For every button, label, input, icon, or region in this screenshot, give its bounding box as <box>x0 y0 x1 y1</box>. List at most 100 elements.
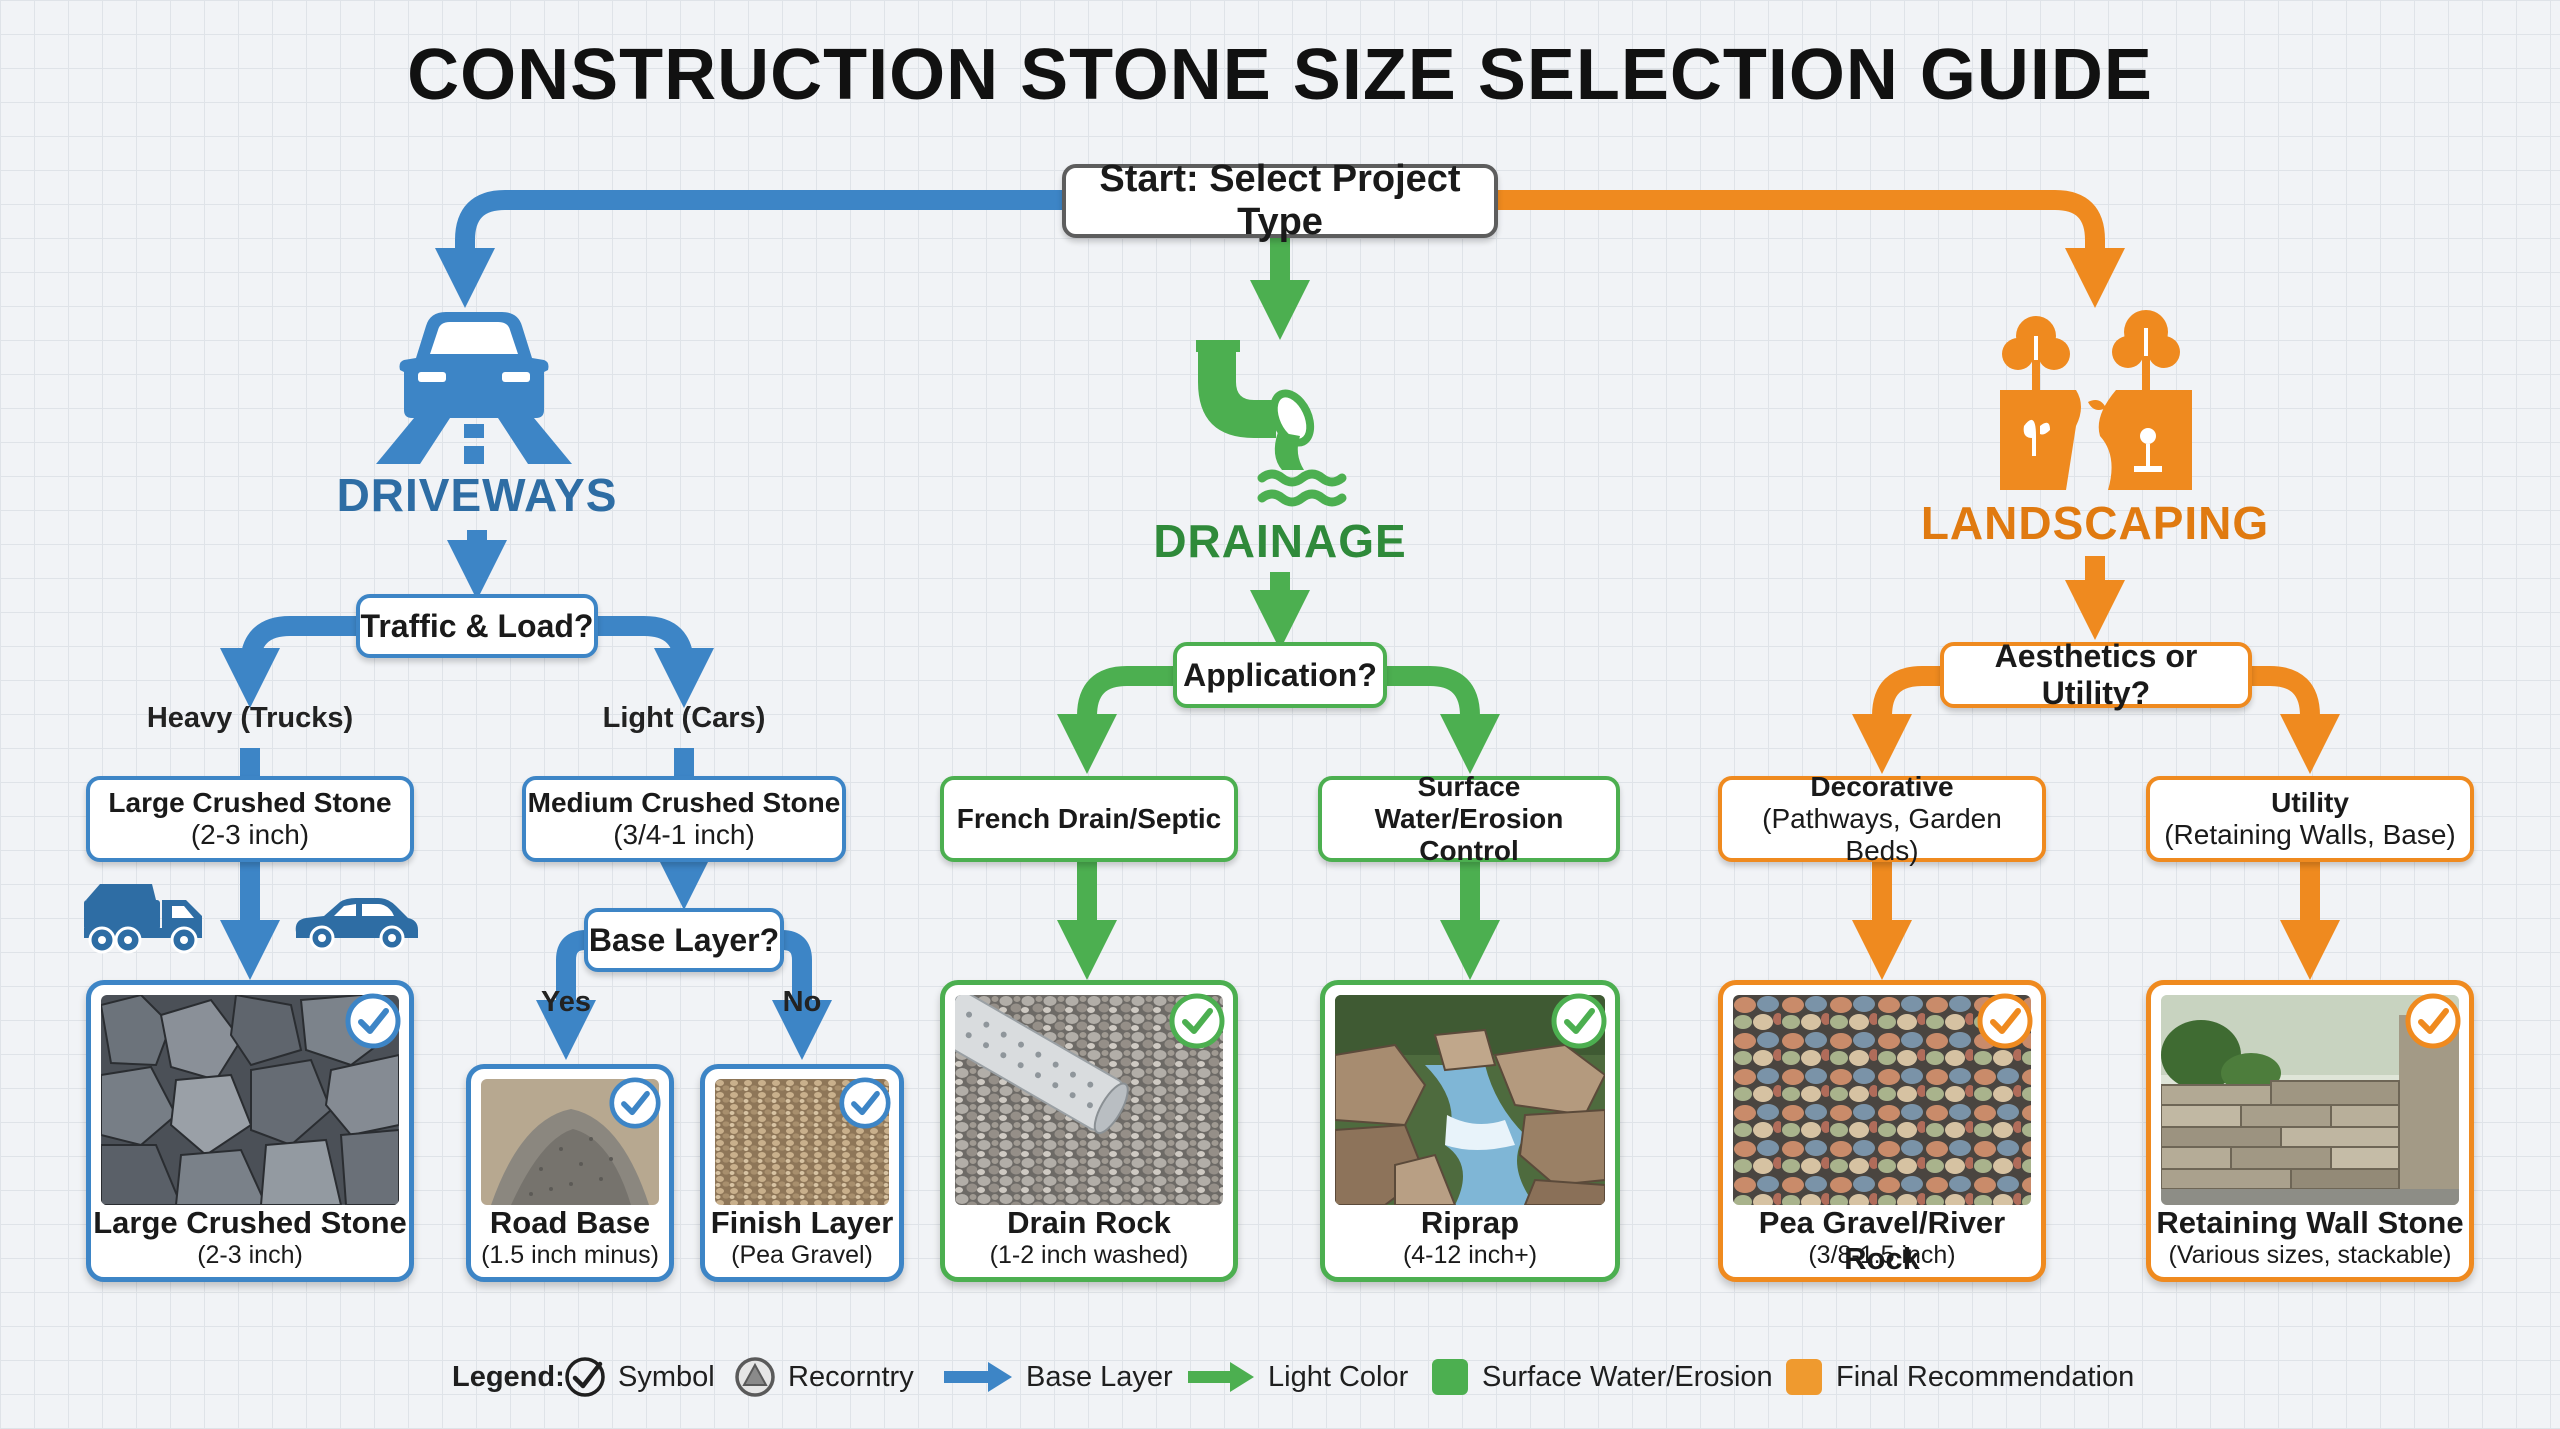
result-card-pea-gravel-river-rock: Pea Gravel/River Rock (3/8-1.5 inch) <box>1718 980 2046 1282</box>
option-title: Medium Crushed Stone <box>527 787 841 818</box>
result-sub: (Pea Gravel) <box>731 1241 873 1269</box>
option-large-crushed-stone: Large Crushed Stone (2-3 inch) <box>86 776 414 862</box>
branch-no: No <box>782 986 822 1018</box>
option-french-drain: French Drain/Septic <box>940 776 1238 862</box>
car-icon <box>295 898 418 951</box>
result-sub: (1.5 inch minus) <box>481 1241 659 1269</box>
option-sub: (2-3 inch) <box>190 819 310 850</box>
option-title: Utility <box>2271 787 2349 818</box>
arrow-application-left <box>1057 666 1175 774</box>
option-sub: (Retaining Walls, Base) <box>2164 819 2456 850</box>
aesthetics-utility-label: Aesthetics or Utility? <box>1994 638 2198 711</box>
legend-label-item: Legend: <box>452 1352 565 1402</box>
option-sub: (3/4-1 inch) <box>613 819 755 850</box>
check-badge-icon <box>1169 993 1225 1049</box>
legend-item-recorntry: Recorntry <box>734 1352 914 1402</box>
start-label: Start: Select Project Type <box>1099 158 1461 243</box>
result-title: Pea Gravel/River Rock <box>1758 1205 2006 1276</box>
option-sub: (Pathways, Garden Beds) <box>1762 803 2002 866</box>
arrow-base-yes <box>536 930 596 1060</box>
check-badge-icon <box>2405 993 2461 1049</box>
arrow-aesthetics-left <box>1852 666 1942 774</box>
result-card-large-crushed-stone: Large Crushed Stone (2-3 inch) <box>86 980 414 1282</box>
option-utility: Utility (Retaining Walls, Base) <box>2146 776 2474 862</box>
check-circle-icon <box>565 1357 605 1397</box>
option-title: French Drain/Septic <box>956 803 1222 834</box>
drain-rock-photo <box>955 995 1223 1205</box>
branch-heavy-trucks: Heavy (Trucks) <box>146 702 354 734</box>
legend-text: Base Layer <box>1026 1360 1173 1393</box>
arrow-traffic-light <box>596 616 714 708</box>
check-badge-icon <box>609 1077 661 1129</box>
check-badge-icon <box>1977 993 2033 1049</box>
check-badge-icon <box>1551 993 1607 1049</box>
result-title: Road Base <box>489 1205 651 1240</box>
option-medium-crushed-stone: Medium Crushed Stone (3/4-1 inch) <box>522 776 846 862</box>
result-sub: (Various sizes, stackable) <box>2168 1241 2452 1269</box>
result-card-drain-rock: Drain Rock (1-2 inch washed) <box>940 980 1238 1282</box>
green-square-icon <box>1432 1359 1468 1395</box>
aesthetics-utility-decision: Aesthetics or Utility? <box>1940 638 2252 711</box>
legend-label: Legend: <box>452 1360 565 1393</box>
legend-text: Light Color <box>1268 1360 1409 1393</box>
result-card-finish-layer: Finish Layer (Pea Gravel) <box>700 1064 904 1282</box>
legend-text: Recorntry <box>788 1360 914 1393</box>
legend-item-surface-water: Surface Water/Erosion <box>1430 1352 1773 1402</box>
drainage-title: DRAINAGE <box>1153 515 1407 567</box>
arrow-start-driveways <box>435 190 1062 308</box>
base-layer-label: Base Layer? <box>588 921 780 958</box>
arrow-base-no <box>772 930 832 1060</box>
legend-text: Symbol <box>618 1360 715 1393</box>
driveways-title: DRIVEWAYS <box>336 469 618 521</box>
legend-text: Surface Water/Erosion <box>1482 1360 1773 1393</box>
arrow-start-landscaping <box>1498 190 2125 308</box>
drain-pipe-icon <box>1196 340 1347 507</box>
dump-truck-icon <box>84 884 202 954</box>
result-title: Riprap <box>1420 1205 1520 1240</box>
result-title: Large Crushed Stone <box>93 1205 407 1240</box>
legend-item-light-color: Light Color <box>1188 1352 1408 1402</box>
check-badge-icon <box>345 993 401 1049</box>
result-title: Retaining Wall Stone <box>2156 1205 2464 1240</box>
result-sub: (2-3 inch) <box>197 1241 303 1269</box>
result-sub: (1-2 inch washed) <box>989 1241 1189 1269</box>
result-card-riprap: Riprap (4-12 inch+) <box>1320 980 1620 1282</box>
application-label: Application? <box>1183 656 1377 693</box>
car-road-icon <box>376 312 572 464</box>
option-decorative: Decorative (Pathways, Garden Beds) <box>1718 771 2046 866</box>
legend-item-final-recommendation: Final Recommendation <box>1784 1352 2134 1402</box>
legend-text: Final Recommendation <box>1836 1360 2135 1393</box>
result-card-road-base: Road Base (1.5 inch minus) <box>466 1064 674 1282</box>
result-sub: (3/8-1.5 inch) <box>1808 1241 1956 1269</box>
result-card-retaining-wall-stone: Retaining Wall Stone (Various sizes, sta… <box>2146 980 2474 1282</box>
branch-light-cars: Light (Cars) <box>602 702 766 734</box>
option-surface-water: Surface Water/Erosion Control <box>1318 771 1620 866</box>
result-title: Finish Layer <box>710 1205 894 1240</box>
start-node: Start: Select Project Type <box>1062 158 1498 243</box>
traffic-load-label: Traffic & Load? <box>360 607 594 644</box>
result-sub: (4-12 inch+) <box>1402 1241 1538 1269</box>
result-title: Drain Rock <box>1007 1205 1171 1240</box>
landscaping-title: LANDSCAPING <box>1920 497 2270 549</box>
orange-square-icon <box>1786 1359 1822 1395</box>
arrow-traffic-heavy <box>220 616 358 708</box>
application-decision: Application? <box>1173 642 1387 708</box>
branch-yes: Yes <box>541 986 591 1018</box>
base-layer-decision: Base Layer? <box>584 908 784 972</box>
arrow-aesthetics-right <box>2250 666 2340 774</box>
trees-garden-icon <box>2000 310 2192 490</box>
option-title-line2: Control <box>1419 835 1519 866</box>
legend-item-symbol: Symbol <box>564 1352 715 1402</box>
legend-item-base-layer: Base Layer <box>944 1352 1173 1402</box>
legend: Legend: Symbol Recorntry Base Layer <box>0 1352 2560 1402</box>
traffic-load-decision: Traffic & Load? <box>356 594 598 658</box>
triangle-circle-icon <box>735 1357 775 1397</box>
green-arrow-icon <box>1188 1362 1254 1392</box>
page-title: CONSTRUCTION STONE SIZE SELECTION GUIDE <box>407 35 2153 115</box>
option-title: Large Crushed Stone <box>108 787 392 818</box>
blue-arrow-icon <box>944 1362 1012 1392</box>
arrow-application-right <box>1385 666 1500 774</box>
option-title: Decorative <box>1810 771 1954 802</box>
